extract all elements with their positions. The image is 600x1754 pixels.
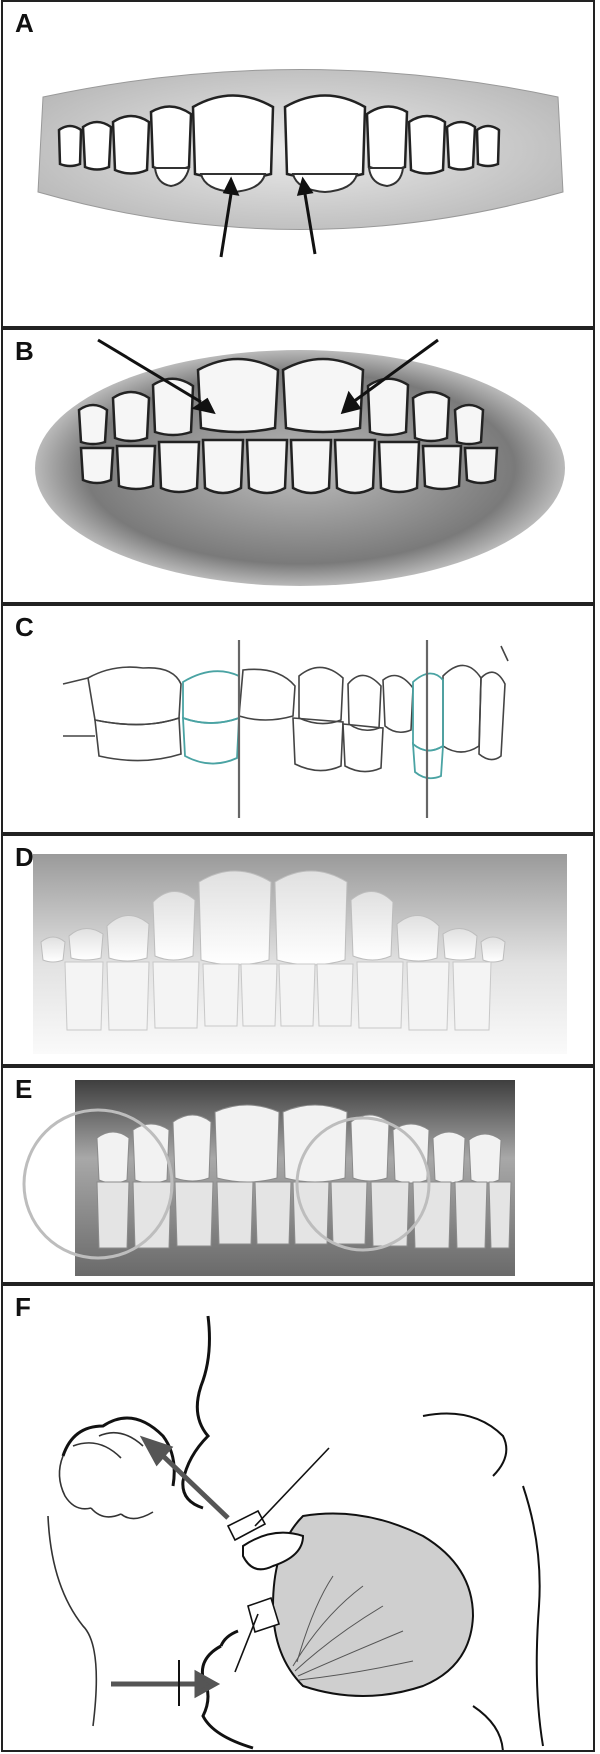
guide-lines-c: [237, 640, 429, 818]
panel-label-a: A: [15, 8, 34, 38]
lower-teeth-d: [64, 961, 492, 1031]
highlight-circles-e: [22, 1108, 431, 1260]
panel-d: D: [1, 834, 595, 1066]
panel-label-e: E: [15, 1074, 33, 1104]
panel-e: E: [1, 1066, 595, 1284]
lower-teeth-e: [96, 1181, 512, 1249]
upper-teeth-e: [96, 1104, 502, 1184]
highlighted-teeth-c: [182, 670, 445, 780]
rendered-teeth-illustration-e: [22, 1080, 515, 1276]
upper-lip-and-nose-f: [61, 1315, 211, 1510]
panel-label-f: F: [15, 1292, 31, 1322]
panel-label-d: D: [15, 842, 34, 872]
molar-outlines-c: [62, 645, 509, 773]
arrows-a: [219, 176, 317, 258]
probe-line-f: [234, 1447, 330, 1673]
sagittal-section-illustration-f: [47, 1315, 544, 1750]
lower-lip-and-chin-f: [200, 1629, 254, 1750]
upper-teeth-d: [40, 870, 506, 966]
panel-b: B: [1, 328, 595, 604]
incisors-f: [226, 1509, 280, 1634]
arrows-f: [111, 1435, 230, 1699]
fingers-outline-f: [47, 1431, 154, 1727]
tongue-and-palate-f: [242, 1512, 475, 1697]
pharynx-outline-f: [422, 1412, 544, 1750]
arrows-b: [97, 338, 439, 415]
dental-arch-illustration-a: [37, 69, 564, 258]
lower-teeth-b: [79, 438, 499, 495]
panel-c: C: [1, 604, 595, 834]
panel-a: A: [1, 0, 595, 328]
panel-f: F: [1, 1284, 595, 1752]
panel-label-c: C: [15, 612, 34, 642]
lateral-occlusion-illustration-c: [62, 640, 509, 818]
upper-teeth-b: [77, 357, 485, 446]
rendered-teeth-illustration-d: [33, 854, 567, 1054]
dental-arch-illustration-b: [35, 338, 565, 586]
panel-label-b: B: [15, 336, 34, 366]
